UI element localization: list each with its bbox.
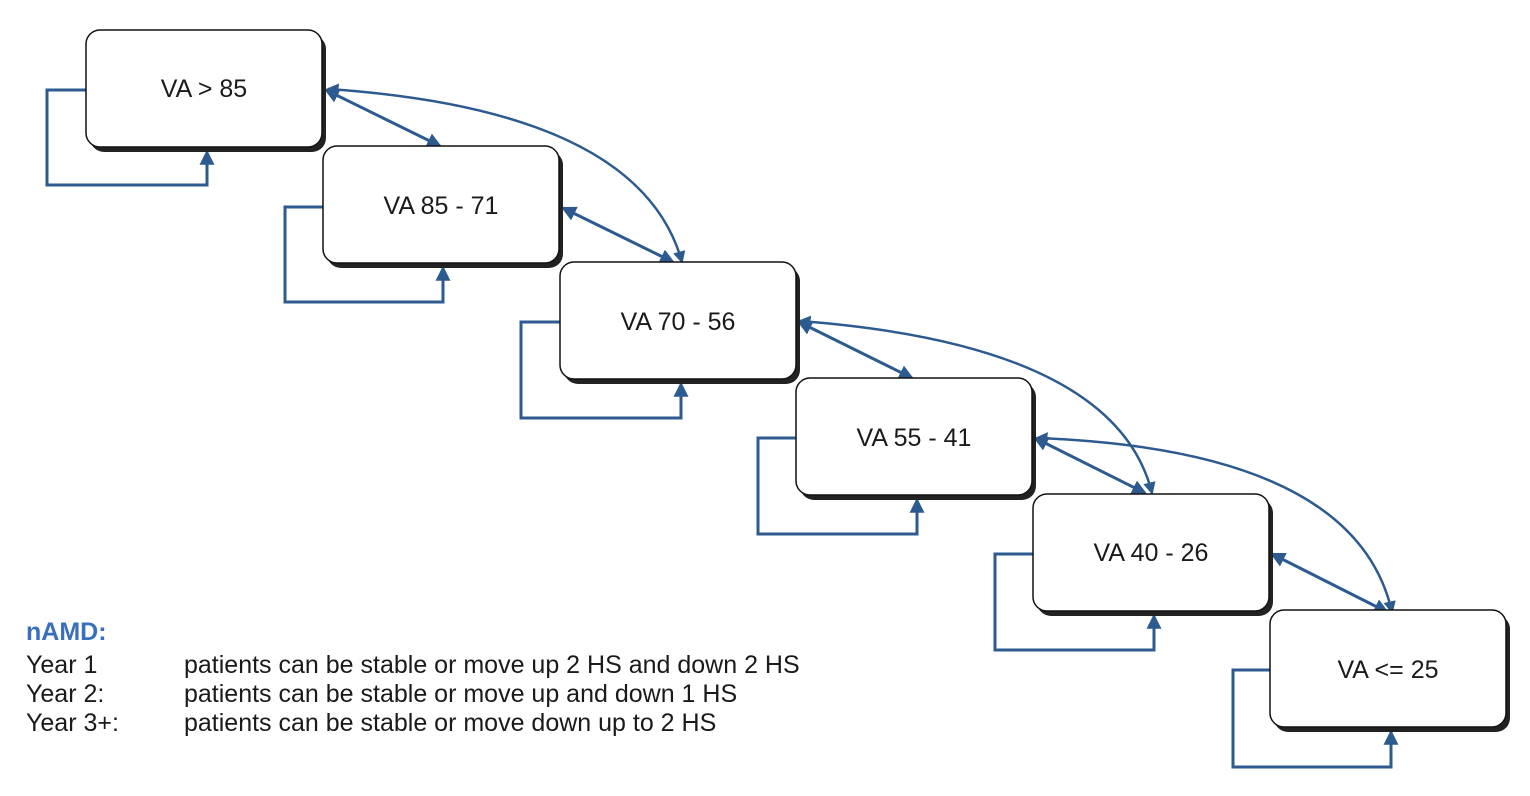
legend-year: Year 1 [26,651,98,679]
self-loop-arrow-s4 [756,436,925,536]
state-label-s3: VA 70 - 56 [621,308,736,336]
legend-description: patients can be stable or move up 2 HS a… [184,651,800,679]
legend-row-year-2: Year 2: patients can be stable or move u… [26,680,800,709]
state-label-s1: VA > 85 [161,75,247,103]
legend-year: Year 3+: [26,709,119,737]
state-box-s5: VA 40 - 26 [1032,493,1273,616]
self-loop-arrow-s6 [1231,668,1399,769]
legend-row-year-3-plus: Year 3+: patients can be stable or move … [26,709,800,738]
transition-arrow-s5-s6 [1269,552,1390,614]
state-box-s6: VA <= 25 [1269,609,1510,732]
state-label-s4: VA 55 - 41 [857,424,972,452]
legend: nAMD: Year 1 patients can be stable or m… [26,618,800,738]
legend-year: Year 2: [26,680,105,708]
state-box-s4: VA 55 - 41 [795,377,1036,500]
self-loop-arrow-s2 [283,205,451,304]
legend-description: patients can be stable or move up and do… [184,680,738,708]
transition-arrow-s4-s6 [1035,432,1396,614]
state-box-s3: VA 70 - 56 [559,261,800,384]
state-box-s2: VA 85 - 71 [322,145,563,268]
legend-title: nAMD: [26,618,107,646]
state-label-s6: VA <= 25 [1337,656,1438,684]
state-box-s1: VA > 85 [85,29,326,152]
self-loop-arrow-s5 [993,552,1162,652]
transition-arrow-s2-s3 [560,206,676,264]
legend-row-year-1: Year 1 patients can be stable or move up… [26,651,800,680]
state-label-s5: VA 40 - 26 [1094,539,1209,567]
legend-description: patients can be stable or move down up t… [184,709,717,737]
self-loop-arrow-s1 [45,88,215,187]
transition-arrow-s1-s3 [326,83,686,264]
state-label-s2: VA 85 - 71 [384,192,499,220]
transition-arrow-s3-s4 [796,320,915,380]
self-loop-arrow-s3 [519,320,689,420]
